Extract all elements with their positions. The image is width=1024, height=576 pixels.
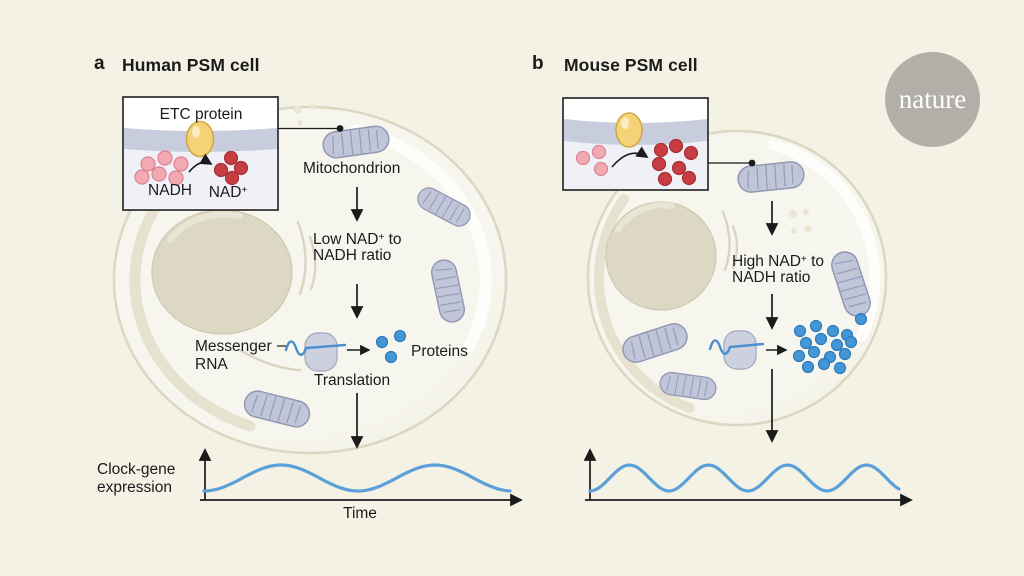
- nad-label: NAD+: [208, 184, 248, 201]
- panel-b-title: Mouse PSM cell: [564, 55, 698, 75]
- ratio-a-line1: Low NAD+ to: [313, 231, 402, 248]
- oscillation-curve-b: [588, 463, 901, 493]
- clock-gene-graph-b: [583, 448, 913, 507]
- ratio-b-line2: NADH ratio: [732, 269, 811, 286]
- time-xlabel: Time: [343, 505, 377, 522]
- messenger-rna-label-line2: RNA: [195, 356, 228, 373]
- nucleus-b: [605, 201, 717, 311]
- protein-dots: [375, 329, 407, 364]
- translation-a: [277, 329, 407, 372]
- nad-molecules: [213, 150, 249, 186]
- nadh-label: NADH: [148, 182, 192, 199]
- er-curve: [296, 220, 307, 296]
- er-curve: [721, 210, 731, 272]
- nad-molecules: [651, 138, 699, 187]
- mrna-icon: [284, 340, 347, 356]
- nature-logo-text: nature: [898, 84, 967, 114]
- clock-gene-graph-a: [198, 448, 523, 507]
- translation-b: [708, 312, 868, 375]
- inset-b: [562, 97, 709, 191]
- er-curve: [238, 348, 302, 372]
- panel-a-letter: a: [94, 53, 105, 74]
- er-curve: [731, 224, 739, 270]
- conversion-arrow: [611, 146, 649, 168]
- clock-gene-ylabel-line1: Clock-gene: [97, 461, 176, 478]
- panel-b-letter: b: [532, 53, 544, 74]
- er-curve: [308, 235, 317, 291]
- panel-a-title: Human PSM cell: [122, 55, 260, 75]
- inset-a: [122, 96, 279, 211]
- ratio-a-line2: NADH ratio: [313, 247, 392, 264]
- inset-connector-b: [708, 159, 756, 167]
- messenger-rna-label-line1: Messenger: [195, 338, 272, 355]
- etc-protein-icon: [615, 112, 643, 148]
- mitochondrion-label: Mitochondrion: [303, 160, 401, 177]
- inset-connector-a: [278, 125, 344, 132]
- etc-protein-label: ETC protein: [159, 106, 243, 123]
- ratio-b-line1: High NAD+ to: [732, 253, 824, 270]
- conversion-arrow: [188, 153, 213, 173]
- mrna-icon: [708, 339, 765, 355]
- etc-protein-icon: [185, 120, 215, 158]
- oscillation-curve-a: [202, 463, 512, 493]
- clock-gene-ylabel-line2: expression: [97, 479, 172, 496]
- nadh-molecules: [575, 144, 609, 177]
- nature-logo: nature: [885, 52, 980, 147]
- ribosome-icon: [304, 332, 338, 372]
- nadh-molecules: [134, 150, 189, 186]
- nucleus-a: [151, 209, 293, 335]
- proteins-label: Proteins: [411, 343, 468, 360]
- translation-label: Translation: [314, 372, 391, 389]
- protein-dots: [792, 312, 868, 375]
